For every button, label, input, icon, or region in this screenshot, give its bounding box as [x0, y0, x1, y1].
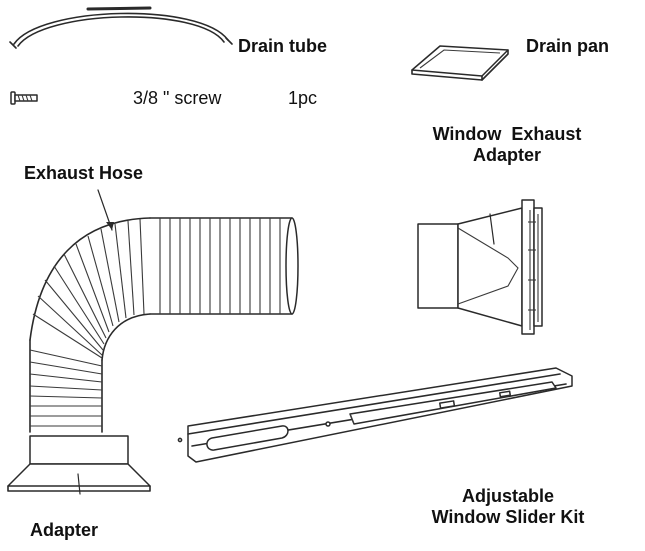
drain-pan-label-text: Drain pan [526, 36, 610, 56]
window-slider-kit-label: Adjustable Window Slider Kit [390, 486, 626, 527]
adapter-drawing [8, 436, 150, 494]
screw-drawing [11, 92, 37, 104]
screw-quantity-label: 1pc [288, 88, 318, 108]
exhaust-hose-drawing [30, 190, 298, 432]
drain-pan-drawing [412, 46, 508, 80]
drain-tube-label: Drain tube [238, 36, 328, 56]
screw-size-label: 3/8 " screw [133, 88, 222, 108]
window-slider-kit-label-line2: Window Slider Kit [431, 506, 585, 527]
window-exhaust-adapter-label-line2: Adapter [472, 144, 541, 165]
exhaust-hose-label: Exhaust Hose [24, 163, 144, 183]
window-slider-kit-drawing [178, 368, 572, 462]
adapter-label: Adapter [30, 520, 99, 540]
window-slider-kit-label-line1: Adjustable [461, 486, 554, 506]
drain-tube-drawing [10, 8, 232, 48]
window-exhaust-adapter-label-line1: Window Exhaust [432, 124, 582, 144]
window-exhaust-adapter-label: Window Exhaust Adapter [398, 124, 616, 165]
window-exhaust-adapter-drawing [418, 200, 542, 334]
